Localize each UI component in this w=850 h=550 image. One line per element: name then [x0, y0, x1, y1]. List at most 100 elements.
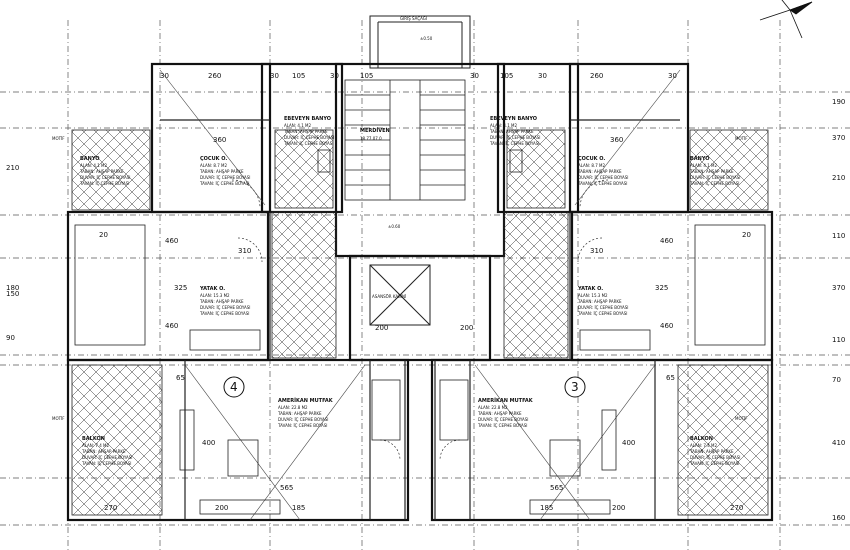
dim-top: 30 [330, 72, 339, 80]
dim-misc: 360 [213, 136, 226, 144]
table-right [549, 439, 581, 477]
dim-top: 105 [292, 72, 305, 80]
level-mid: ±0.60 [388, 224, 401, 229]
room-finish: TABAN: AHŞAP PARKE [489, 129, 534, 134]
room-finish: TABAN: AHŞAP PARKE [689, 169, 734, 174]
room-name: BALKON [690, 436, 713, 442]
dim-misc: 400 [622, 439, 635, 447]
room-finish: TABAN: AHŞAP PARKE [477, 411, 522, 416]
staircase [344, 79, 466, 201]
room-area: ALAN: 7.4 M2 [690, 443, 717, 448]
bath-fixture-left [317, 149, 331, 173]
dim-right: 70 [832, 376, 841, 384]
table-left [227, 439, 259, 477]
dim-right: 160 [832, 514, 845, 522]
dim-bottom: 270 [104, 504, 117, 512]
dim-misc: 20 [742, 231, 751, 239]
room-finish: TABAN: AHŞAP PARKE [277, 411, 322, 416]
room-area: ALAN: 7.4 M2 [82, 443, 109, 448]
dim-left: 210 [6, 164, 19, 172]
room-area: ALAN: 4.1 M2 [490, 123, 517, 128]
wardrobe-right [579, 329, 651, 351]
sofa-right [601, 409, 617, 471]
dim-right: 110 [832, 232, 845, 240]
elevator-core [369, 264, 431, 326]
room-finish: TABAN: AHŞAP PARKE [577, 169, 622, 174]
room-area: ALAN: 4.1 M2 [284, 123, 311, 128]
dim-bottom: 185 [292, 504, 305, 512]
motif-right-top: MOTİF [735, 136, 748, 141]
dim-misc: 65 [666, 374, 675, 382]
room-finish: DUVAR: İÇ CEPHE BOYASI [490, 135, 540, 140]
room-name: EBEVEYN BANYO [284, 116, 331, 122]
axis-grid [0, 20, 850, 550]
stair-area: 18.77.07.0 [360, 136, 382, 141]
room-area: ALAN: 15.3 M2 [200, 293, 230, 298]
dim-top: 30 [470, 72, 479, 80]
room-finish: TABAN: AHŞAP PARKE [79, 169, 124, 174]
counter-right [529, 499, 611, 515]
balcony-right-hatch [677, 364, 769, 516]
room-area: ALAN: 22.8 M2 [478, 405, 508, 410]
dim-misc: 65 [176, 374, 185, 382]
dim-misc: 20 [99, 231, 108, 239]
dim-right: 370 [832, 134, 845, 142]
dim-misc: 360 [610, 136, 623, 144]
dim-top: 105 [500, 72, 513, 80]
living-guides [159, 69, 681, 521]
room-finish: TAVAN: İÇ CEPHE BOYASI [199, 311, 249, 316]
dim-top: 260 [208, 72, 221, 80]
bed-left [74, 224, 146, 346]
room-area: ALAN: 4.1 M2 [80, 163, 107, 168]
hall-right-hatch [503, 211, 569, 359]
dim-top: 105 [360, 72, 373, 80]
room-name: ÇOCUK O. [200, 156, 227, 162]
dim-bottom: 185 [540, 504, 553, 512]
bath-right-hatch [689, 129, 769, 211]
room-finish: TAVAN: İÇ CEPHE BOYASI [689, 181, 739, 186]
room-finish: TABAN: AHŞAP PARKE [199, 169, 244, 174]
dim-misc: 460 [165, 237, 178, 245]
dim-misc: 310 [238, 247, 251, 255]
dim-right: 190 [832, 98, 845, 106]
apartment-markers [223, 376, 586, 398]
dim-top: 260 [590, 72, 603, 80]
dim-bottom: 200 [215, 504, 228, 512]
dim-bottom: 200 [612, 504, 625, 512]
room-area: ALAN: 8.7 M2 [200, 163, 227, 168]
dim-misc: 565 [280, 484, 293, 492]
apartment-4: 4 [230, 380, 238, 394]
bed-right [694, 224, 766, 346]
room-finish: DUVAR: İÇ CEPHE BOYASI [578, 305, 628, 310]
entrance-canopy [369, 15, 471, 69]
dim-top: 30 [160, 72, 169, 80]
room-finish: DUVAR: İÇ CEPHE BOYASI [200, 175, 250, 180]
room-finish: TAVAN: İÇ CEPHE BOYASI [477, 423, 527, 428]
balcony-left-hatch [71, 364, 163, 516]
room-finish: TAVAN: İÇ CEPHE BOYASI [577, 311, 627, 316]
room-name: BANYO [690, 156, 710, 162]
room-area: ALAN: 15.3 M2 [578, 293, 608, 298]
room-finish: TAVAN: İÇ CEPHE BOYASI [489, 141, 539, 146]
kitchen-right [439, 379, 469, 441]
dim-right: 210 [832, 174, 845, 182]
dim-misc: 460 [660, 237, 673, 245]
elevator-label: ASANSÖR KABİNİ [372, 294, 406, 299]
room-finish: DUVAR: İÇ CEPHE BOYASI [82, 455, 132, 460]
room-finish: DUVAR: İÇ CEPHE BOYASI [284, 135, 334, 140]
dim-misc: 200 [375, 324, 388, 332]
room-finish: TAVAN: İÇ CEPHE BOYASI [577, 181, 627, 186]
dim-misc: 565 [550, 484, 563, 492]
room-finish: DUVAR: İÇ CEPHE BOYASI [690, 175, 740, 180]
room-name: BANYO [80, 156, 100, 162]
room-name: AMERİKAN MUTFAK [278, 397, 334, 404]
outer-walls [66, 62, 774, 522]
room-finish: DUVAR: İÇ CEPHE BOYASI [578, 175, 628, 180]
dim-misc: 460 [660, 322, 673, 330]
motif-right-bottom: MOTİF [735, 416, 748, 421]
room-name: EBEVEYN BANYO [490, 116, 537, 122]
room-finish: TAVAN: İÇ CEPHE BOYASI [81, 461, 131, 466]
north-arrow-icon [759, 0, 813, 39]
